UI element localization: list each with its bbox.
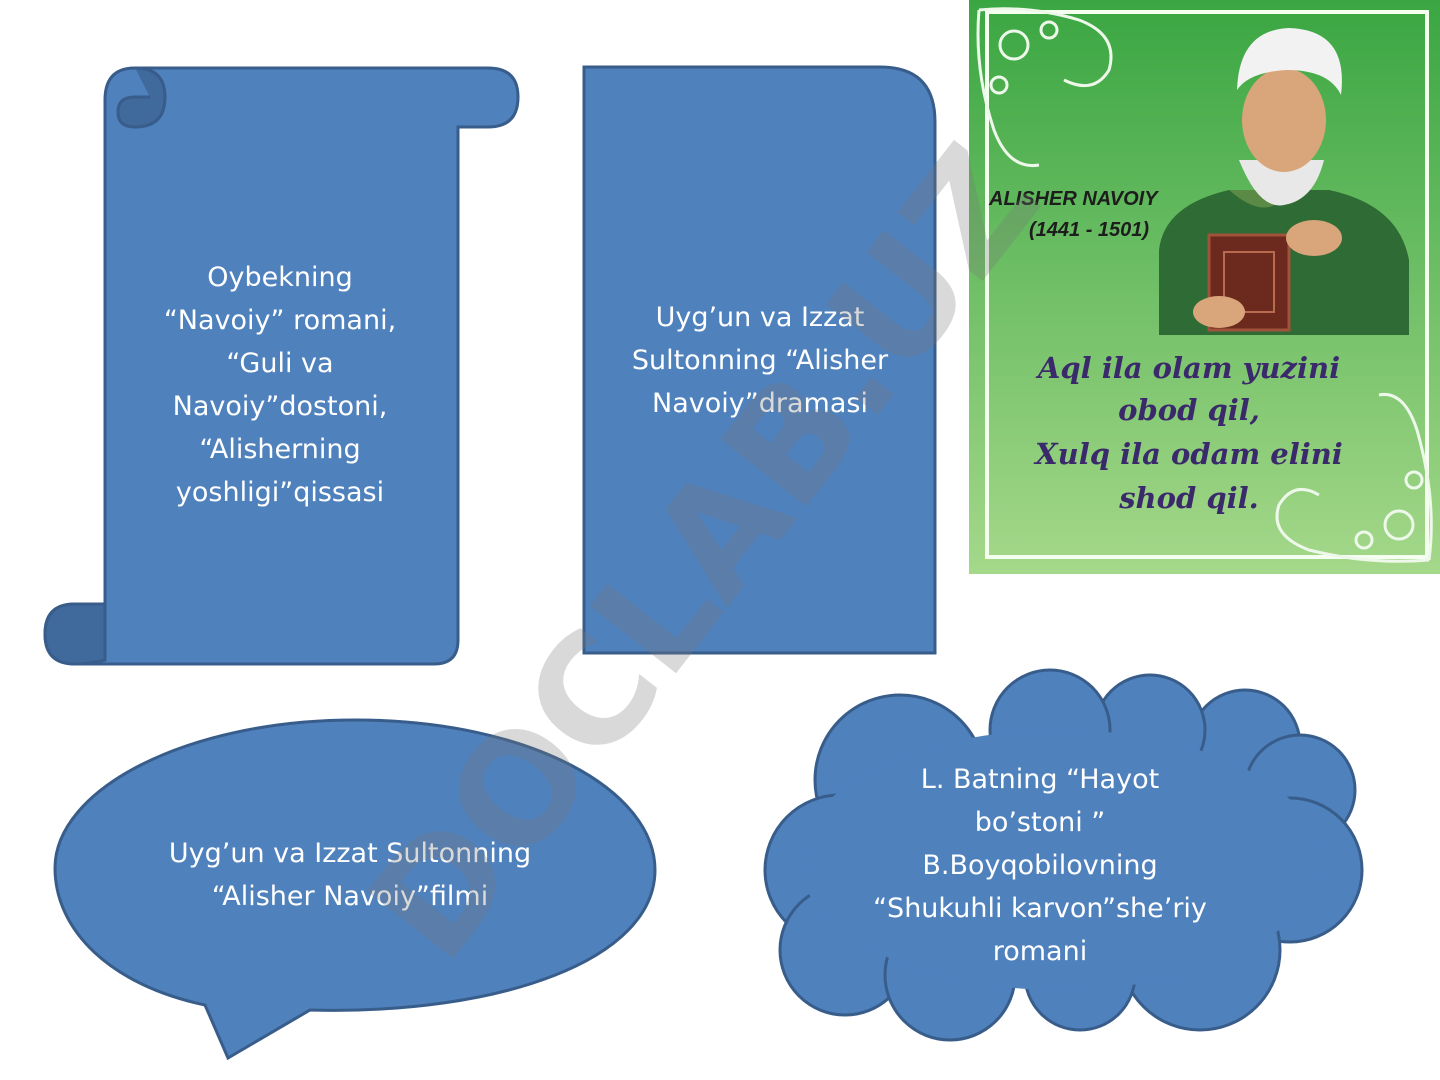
card-text: Uyg’un va Izzat Sultonning “Alisher Navo… xyxy=(631,301,889,419)
ornament-icon xyxy=(976,7,1113,168)
poster-frame xyxy=(985,10,1429,559)
card-shape xyxy=(582,65,937,655)
portrait-image xyxy=(1159,28,1409,335)
poster-quote-line: shod qil. xyxy=(1118,481,1259,515)
cloud-text: L. Batning “Hayot bo’stoni ” B.Boyqobilo… xyxy=(873,763,1207,967)
poster-quote-line: Xulq ila odam elini xyxy=(1033,437,1343,471)
ornament-icon xyxy=(1275,392,1433,563)
poster-quote-line: obod qil, xyxy=(1118,393,1260,427)
scroll-shape xyxy=(43,66,520,666)
scroll-text: Oybekning “Navoiy” romani, “Guli va Navo… xyxy=(163,262,397,508)
speech-bubble-text: Uyg’un va Izzat Sultonning “Alisher Navo… xyxy=(168,838,532,912)
poster-name: ALISHER NAVOIY xyxy=(988,188,1159,210)
speech-bubble-shape xyxy=(53,718,657,1061)
cloud-shape xyxy=(763,668,1364,1042)
poster: ALISHER NAVOIY (1441 - 1501) Aql ila ola… xyxy=(969,0,1440,574)
poster-quote-line: Aql ila olam yuzini xyxy=(1035,351,1340,385)
poster-years: (1441 - 1501) xyxy=(1029,219,1149,241)
